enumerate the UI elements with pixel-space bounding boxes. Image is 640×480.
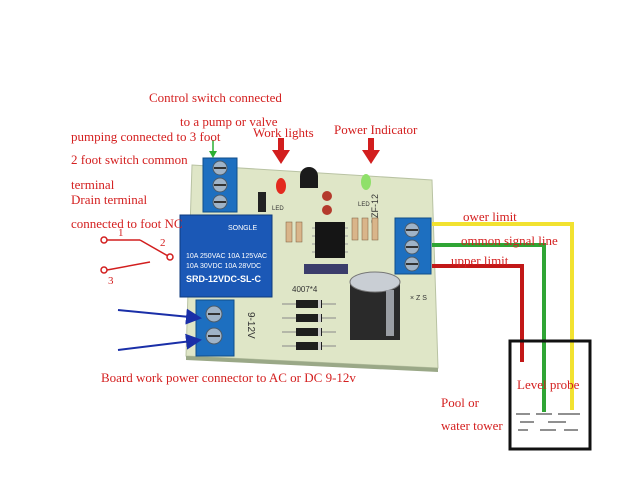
resistor-array [304,264,348,274]
work-lights-label: Work lights [253,125,314,140]
power-indicator-label: Power Indicator [334,122,418,137]
relay-switch-symbol [100,236,174,274]
probe-wire-yellow [432,222,574,410]
capacitor-small-1 [322,191,332,201]
relay-rating-2: 10A 30VDC 10A 28VDC [186,263,261,270]
pumping-label: pumping connected to 3 foot [71,129,221,144]
control-switch-label-2: to a pump or valve [180,114,278,129]
connected-nc-label: connected to foot NC [71,216,183,231]
rectifier-diodes [282,300,336,350]
board-model: GZF-12 [370,194,380,225]
lower-limit-label: ower limit [463,209,517,224]
control-switch-label-1: Control switch connected [149,90,282,105]
relay-model: SRD-12VDC-SL-C [186,274,262,284]
svg-text:LED: LED [358,202,370,208]
level-probe-label: Level probe [517,377,580,392]
water-surface [516,413,580,431]
drain-label: Drain terminal [71,192,148,207]
power-terminal-block [195,299,235,357]
board-power-label: Board work power connector to AC or DC 9… [101,370,356,385]
pcb-board-edge [186,356,438,372]
ic-chip [312,222,348,258]
two-foot-label: 2 foot switch common [71,152,188,167]
work-lights-arrow [272,138,290,164]
transistor [300,167,318,188]
electrolytic-capacitor [349,271,401,340]
power-arrow-upper [117,308,202,325]
switch-contact-2: 2 [160,237,166,249]
work-led: LED [272,178,286,212]
control-terminal-block [202,157,238,213]
probe-wire-red [432,264,524,362]
diode-label: 4007*4 [292,285,318,294]
terminal-label: terminal [71,177,115,192]
water-tower-label: water tower [441,418,503,433]
relay-rating-1: 10A 250VAC 10A 125VAC [186,253,267,260]
relay-brand: SONGLE [228,225,258,232]
voltage-label: 9-12V [245,312,256,339]
probe-wire-green [432,243,546,412]
pool-label: Pool or [441,395,479,410]
capacitor-small-2 [322,205,332,215]
resistors [285,217,379,243]
power-arrow-lower [117,333,202,351]
switch-contact-3: 3 [108,275,114,287]
svg-text:LED: LED [272,206,284,212]
probe-terminal-block [394,217,432,275]
control-switch-arrow [209,140,217,158]
power-indicator-arrow [362,138,380,164]
board-marking-xz: × Z S [410,295,427,302]
common-signal-label: ommon signal line [461,233,558,248]
relay: SONGLE 10A 250VAC 10A 125VAC 10A 30VDC 1… [179,214,273,298]
power-led: LED [358,174,371,208]
switch-contact-1: 1 [118,227,124,239]
diode-small [258,192,266,212]
upper-limit-label: upper limit [451,253,509,268]
water-tank [508,339,592,451]
